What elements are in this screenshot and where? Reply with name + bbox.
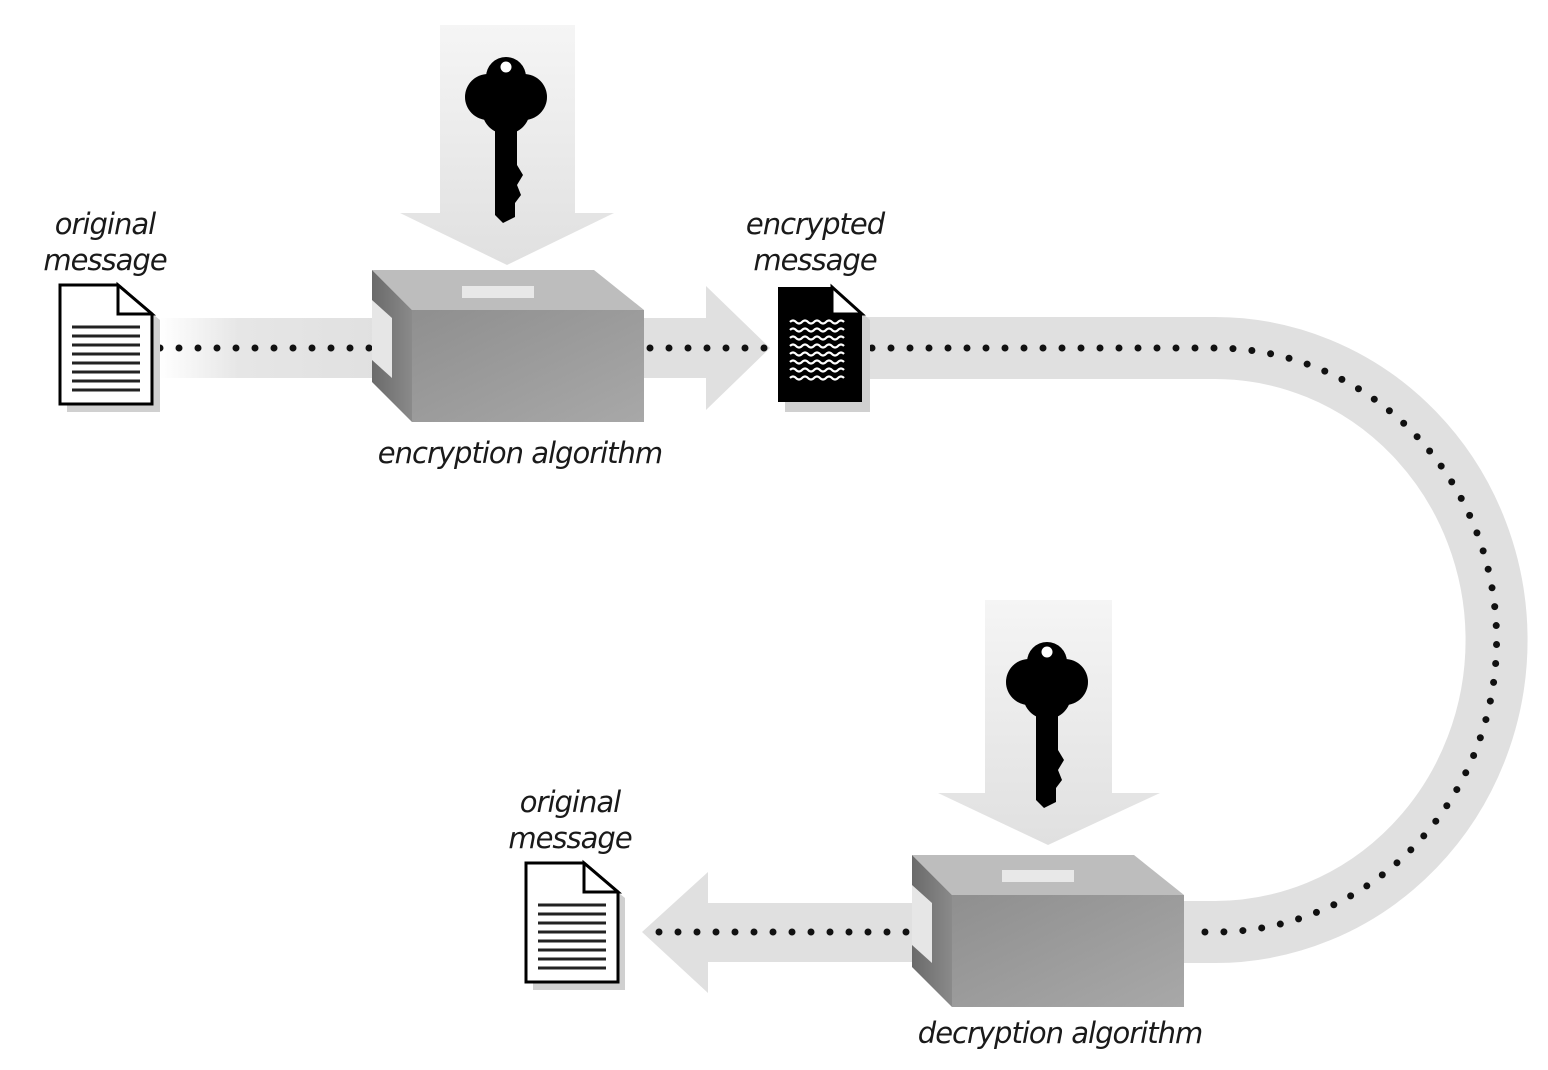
label-line: original bbox=[54, 207, 156, 241]
label-line: message bbox=[753, 243, 877, 277]
label-encrypted-message: encrypted message bbox=[745, 206, 885, 278]
label-original-message-bottom: original message bbox=[505, 784, 635, 856]
key-icon bbox=[465, 57, 547, 223]
label-original-message-top: original message bbox=[40, 206, 170, 278]
label-line: message bbox=[508, 821, 632, 855]
document-plain-icon bbox=[58, 281, 160, 412]
flow-band-curve bbox=[860, 317, 1528, 963]
label-line: encrypted bbox=[745, 207, 885, 241]
key-icon bbox=[1006, 642, 1088, 808]
dotted-path bbox=[156, 344, 1500, 936]
document-plain-icon bbox=[524, 859, 625, 990]
algorithm-box-icon bbox=[372, 270, 644, 422]
arrow-icon bbox=[642, 872, 915, 993]
label-decryption-algorithm: decryption algorithm bbox=[917, 1016, 1203, 1050]
document-encrypted-icon bbox=[778, 283, 870, 412]
algorithm-box-icon bbox=[912, 855, 1184, 1007]
label-line: message bbox=[43, 243, 167, 277]
label-line: original bbox=[519, 785, 621, 819]
label-encryption-algorithm: encryption algorithm bbox=[377, 436, 663, 470]
